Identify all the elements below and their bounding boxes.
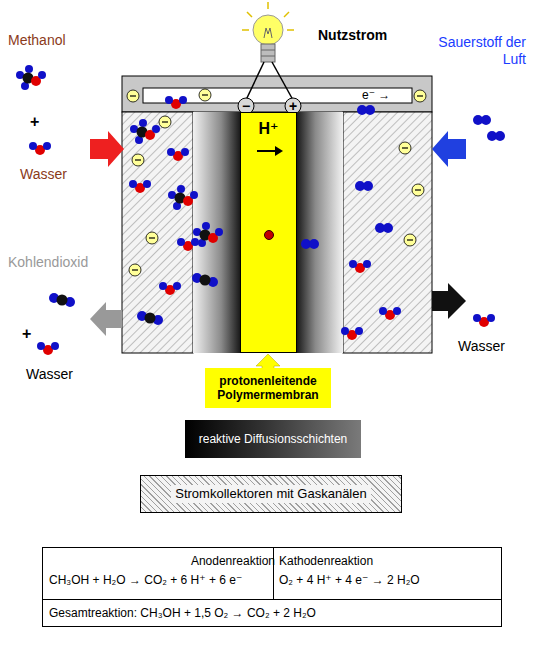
text-label: Kohlendioxid [8,254,88,271]
diffusion-layer [297,112,343,353]
legend-text: reaktive Diffusionsschichten [199,432,348,446]
current-collector [343,112,432,353]
wire [272,62,293,100]
wire [246,62,264,100]
table-divider [43,599,501,600]
inflow-arrow [90,131,124,167]
node-text: Kathodenreaktion [279,554,373,568]
inflow-arrow [432,131,466,167]
text-label: Sauerstoff der Luft [432,34,526,68]
legend-swatch: protonenleitende Polymermembran [205,368,331,408]
current-collector [122,112,193,353]
legend-text: protonenleitende Polymermembran [205,374,331,403]
text-label: + [22,324,31,343]
pointer-arrow [256,354,280,369]
proton-arrow [241,113,296,352]
outflow-arrow [90,302,122,336]
node-text: H⁺ [241,119,296,138]
text-label: Methanol [8,32,66,49]
text-label: Wasser [26,366,73,383]
text-label: Wasser [20,166,67,183]
node-text: Gesamtreaktion: CH₃OH + 1,5 O₂ → CO₂ + 2… [49,606,316,620]
text-label: Nutzstrom [318,27,387,44]
reaction-table: AnodenreaktionCH₃OH + H₂O → CO₂ + 6 H⁺ +… [42,547,502,627]
top-bar [122,76,432,112]
text-label: Wasser [458,338,505,355]
node-text: Anodenreaktion [191,554,275,568]
legend-swatch: Stromkollektoren mit Gaskanälen [140,475,402,513]
node-text: CH₃OH + H₂O → CO₂ + 6 H⁺ + 6 e⁻ [49,573,242,587]
lamp [242,2,294,62]
outflow-arrow [432,283,466,319]
diffusion-layer [193,112,240,353]
proton-membrane: H⁺ [240,112,297,353]
legend-text: Stromkollektoren mit Gaskanälen [171,485,370,503]
text-label: + [30,112,39,131]
node-text: O₂ + 4 H⁺ + 4 e⁻ → 2 H₂O [279,573,420,587]
legend-swatch: reaktive Diffusionsschichten [185,420,361,458]
molecules [16,65,505,355]
text-label: e⁻ → [362,88,390,102]
